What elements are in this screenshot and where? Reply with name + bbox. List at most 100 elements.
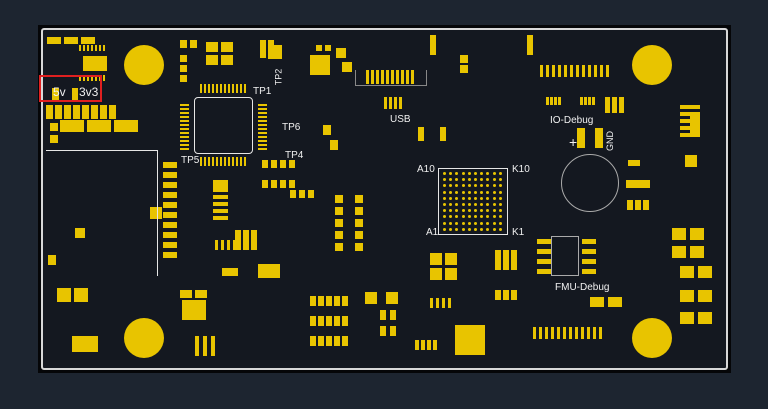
bga-ball: [455, 196, 459, 200]
pad: [262, 160, 268, 168]
ic-pin: [103, 45, 105, 51]
qfn-chip: [455, 325, 485, 355]
pad: [308, 190, 314, 198]
ic-pin: [87, 45, 89, 51]
pad: [680, 290, 694, 302]
label-gnd: GND: [605, 131, 615, 151]
flash-pin: [582, 239, 596, 244]
pad: [386, 292, 398, 304]
pad: [608, 297, 622, 307]
connector-pin: [533, 327, 536, 339]
pad: [554, 97, 557, 105]
connector-pin: [540, 65, 543, 77]
pad: [195, 290, 207, 298]
qfp-pin: [200, 84, 202, 93]
label-bga-k10: K10: [512, 164, 530, 175]
qfp-pin: [228, 84, 230, 93]
connector-pin: [575, 327, 578, 339]
mounting-hole-bottom-right: [632, 318, 672, 358]
pad: [48, 255, 56, 265]
pad: [643, 200, 649, 210]
qfp-pin: [180, 148, 189, 150]
pad: [243, 230, 249, 250]
usb-pad: [389, 97, 392, 109]
usb-pin: [406, 70, 409, 84]
bga-ball: [449, 221, 453, 225]
connector-pin: [570, 65, 573, 77]
flash-pin: [582, 259, 596, 264]
crystal: [72, 336, 98, 352]
pad: [75, 228, 85, 238]
pad: [50, 135, 58, 143]
bga-ball: [480, 178, 484, 182]
usb-pin: [391, 70, 394, 84]
connector-pin: [552, 65, 555, 77]
label-bga-a10: A10: [417, 164, 435, 175]
qfp-pin: [180, 144, 189, 146]
bga-ball: [474, 196, 477, 200]
bga-ball: [474, 178, 477, 182]
connector-pin: [551, 327, 554, 339]
bga-ball: [486, 215, 490, 219]
sd-pin: [163, 212, 177, 218]
bga-ball: [474, 184, 477, 188]
sd-pin: [163, 252, 177, 258]
label-tp5: TP5: [181, 155, 200, 166]
resistor: [73, 105, 80, 119]
bga-ball: [486, 172, 490, 175]
sd-pin: [163, 222, 177, 228]
pad: [355, 243, 363, 251]
pad: [365, 292, 377, 304]
pad: [430, 35, 436, 55]
bga-ball: [486, 196, 490, 200]
pad: [221, 240, 224, 250]
bga-ball: [455, 178, 459, 182]
label-tp1: TP1: [253, 86, 272, 97]
bga-ball: [474, 215, 477, 219]
bga-ball: [467, 209, 471, 213]
pad: [503, 250, 509, 270]
bga-ball: [480, 215, 484, 219]
pad: [436, 298, 439, 308]
qfp-pin: [258, 124, 267, 126]
bga-ball: [492, 184, 496, 188]
pad: [612, 97, 617, 113]
bga-ball: [449, 209, 453, 213]
label-bga-k1: K1: [512, 227, 525, 238]
pad: [233, 240, 236, 250]
bga-ball: [461, 178, 465, 182]
pad: [271, 160, 277, 168]
resistor-array: [114, 120, 138, 132]
pad: [580, 97, 583, 105]
pad: [605, 97, 610, 113]
bga-ball: [455, 203, 459, 206]
qfp-pin: [228, 157, 230, 166]
bga-ball: [455, 209, 459, 213]
qfp-pin: [212, 157, 214, 166]
connector-pin: [600, 65, 603, 77]
pad: [430, 253, 442, 265]
resistor: [91, 105, 98, 119]
bga-ball: [474, 172, 477, 175]
bga-ball: [480, 209, 484, 213]
pad: [195, 336, 199, 356]
qfp-pin: [180, 128, 189, 130]
bga-ball: [461, 215, 465, 219]
pad: [235, 230, 241, 250]
qfp-pin: [258, 136, 267, 138]
label-fmu-debug: FMU-Debug: [555, 282, 610, 293]
bga-ball: [498, 190, 502, 194]
pad: [330, 140, 338, 150]
ic-pin: [91, 45, 93, 51]
pad: [335, 243, 343, 251]
pad: [290, 190, 296, 198]
bga-ball: [461, 209, 465, 213]
pad: [268, 45, 282, 59]
resistor: [64, 105, 71, 119]
bga-ball: [474, 209, 477, 213]
resistor: [82, 105, 89, 119]
ic-pin: [83, 75, 85, 81]
bga-ball: [492, 203, 496, 206]
pad: [448, 298, 451, 308]
qfp-pin: [180, 124, 189, 126]
